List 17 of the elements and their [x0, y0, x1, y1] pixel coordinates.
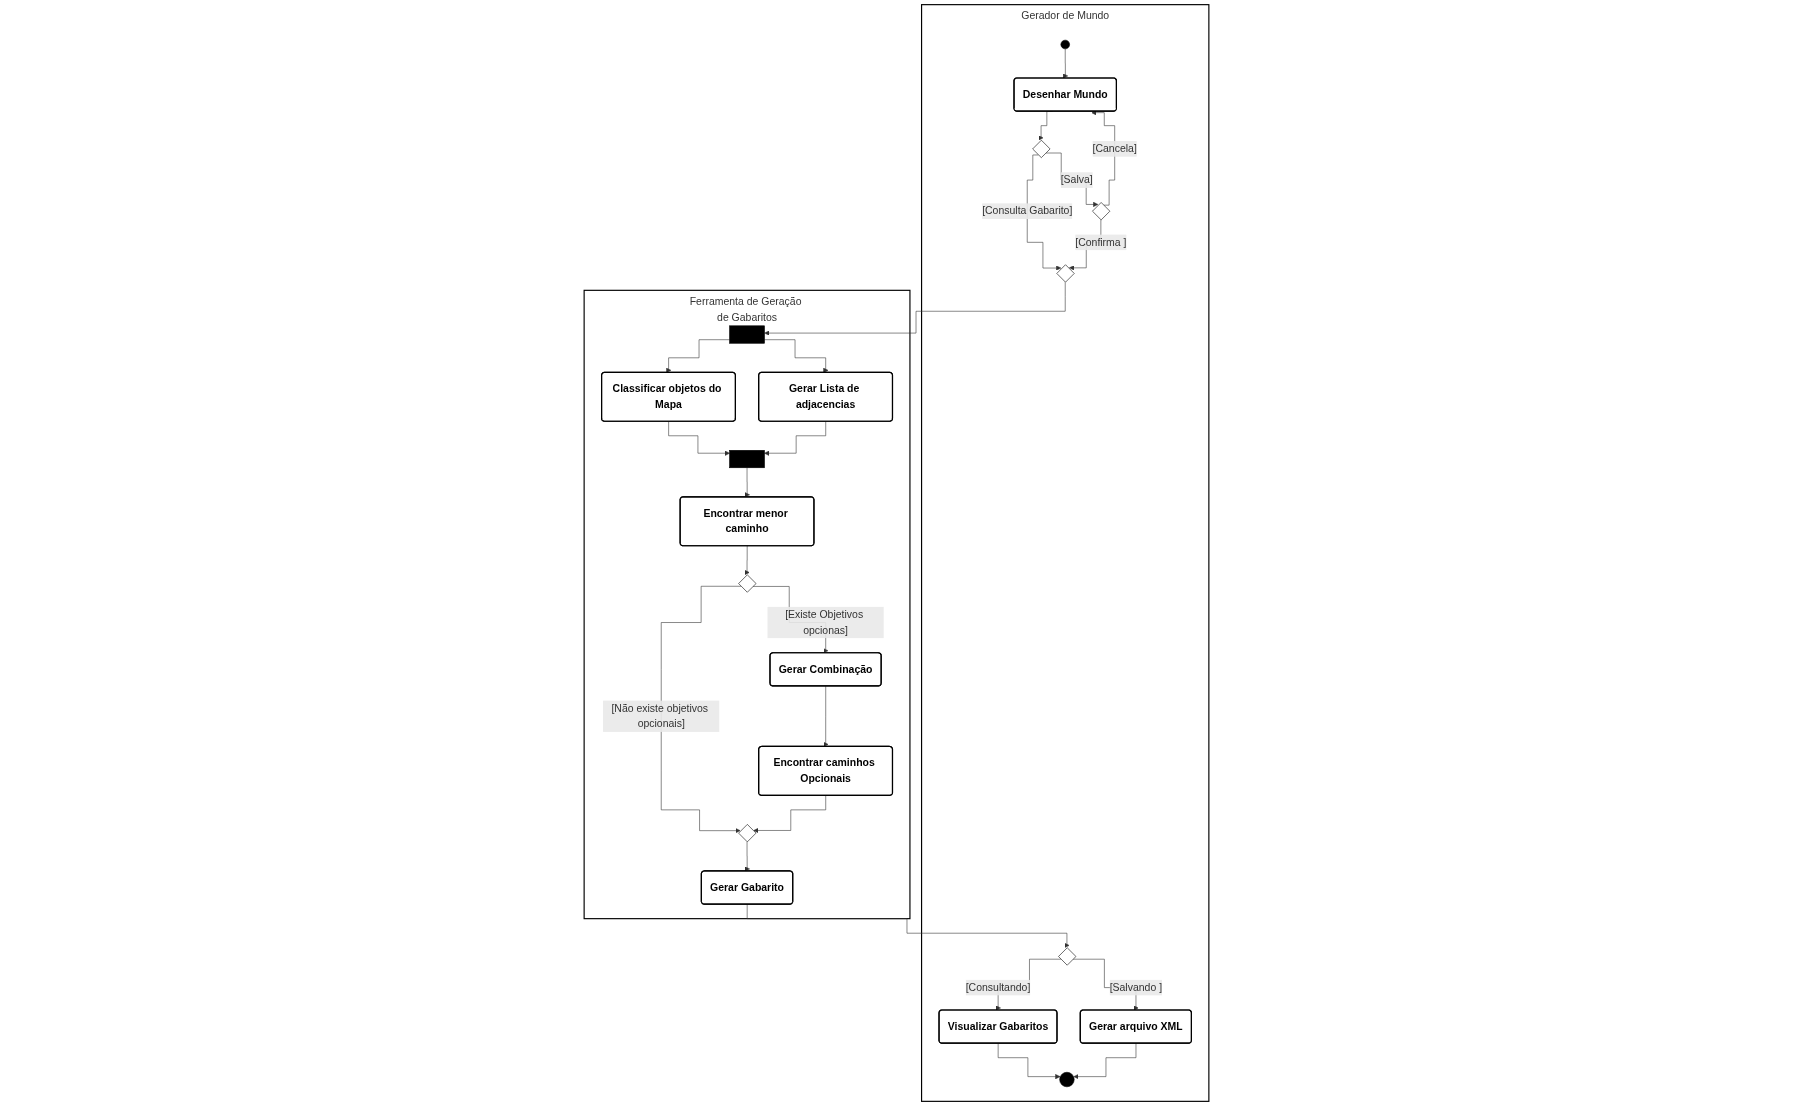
edge-label: [Existe Objetivos opcionas]	[785, 608, 864, 636]
edge-label: [Salvando ]	[1109, 981, 1163, 994]
node-diamond	[738, 824, 757, 843]
node-diamond	[738, 574, 757, 593]
node-diamond	[1092, 202, 1111, 221]
node-diamond	[1058, 947, 1077, 966]
edge-label: [Não existe objetivos opcionais]	[611, 702, 709, 730]
edge-label: [Confirma ]	[1075, 236, 1127, 248]
edge-label: [Consultando]	[965, 981, 1031, 994]
edge-label: [Consulta Gabarito]	[982, 205, 1073, 217]
node-diamond	[1056, 264, 1075, 283]
node-diamond	[1032, 139, 1051, 158]
node-circle	[1060, 39, 1070, 50]
edge-label: [Salva]	[1060, 173, 1093, 186]
node-bar	[729, 450, 765, 469]
node-bar	[729, 325, 765, 344]
edge-label: [Cancela]	[1092, 142, 1137, 155]
